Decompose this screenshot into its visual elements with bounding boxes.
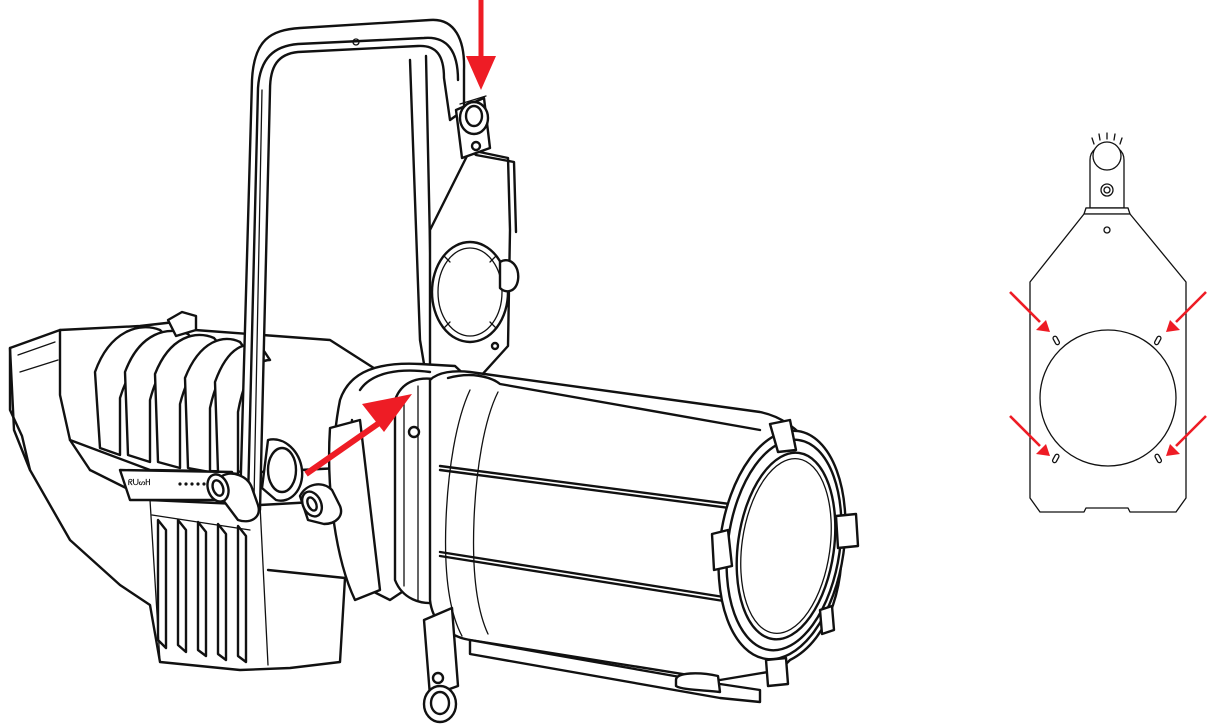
- dot-row: [178, 482, 206, 486]
- detail-aperture: [1039, 329, 1177, 467]
- arrow-center: [304, 394, 412, 477]
- arrow-top: [466, 0, 496, 90]
- ring-screw[interactable]: [298, 425, 421, 526]
- detail-plate: [1029, 213, 1187, 513]
- etched-label: ᖇᑌᔕᕼ: [128, 478, 151, 487]
- yoke-knob[interactable]: [204, 438, 304, 523]
- detail-slots: [1051, 335, 1163, 464]
- detail-arrow-top-right: [1166, 291, 1207, 332]
- heatsink-fins: [93, 326, 272, 476]
- detail-arrow-bottom-right: [1166, 415, 1207, 456]
- spotlight-fixture: ᖇᑌᔕᕼ: [8, 0, 860, 724]
- detail-arrow-bottom-left: [1009, 415, 1050, 456]
- detail-top-clamp: [1083, 132, 1131, 215]
- lens-barrel: [327, 362, 860, 704]
- detail-arrow-top-left: [1009, 291, 1050, 332]
- bottom-mounting-tab[interactable]: [422, 606, 460, 724]
- front-lens: [717, 429, 847, 661]
- top-mounting-tab[interactable]: [454, 95, 492, 160]
- gel-holder-detail: [1009, 132, 1207, 513]
- gel-frame-holder: [428, 95, 520, 390]
- top-handle: [166, 310, 198, 338]
- lower-vent-fins: [151, 514, 251, 664]
